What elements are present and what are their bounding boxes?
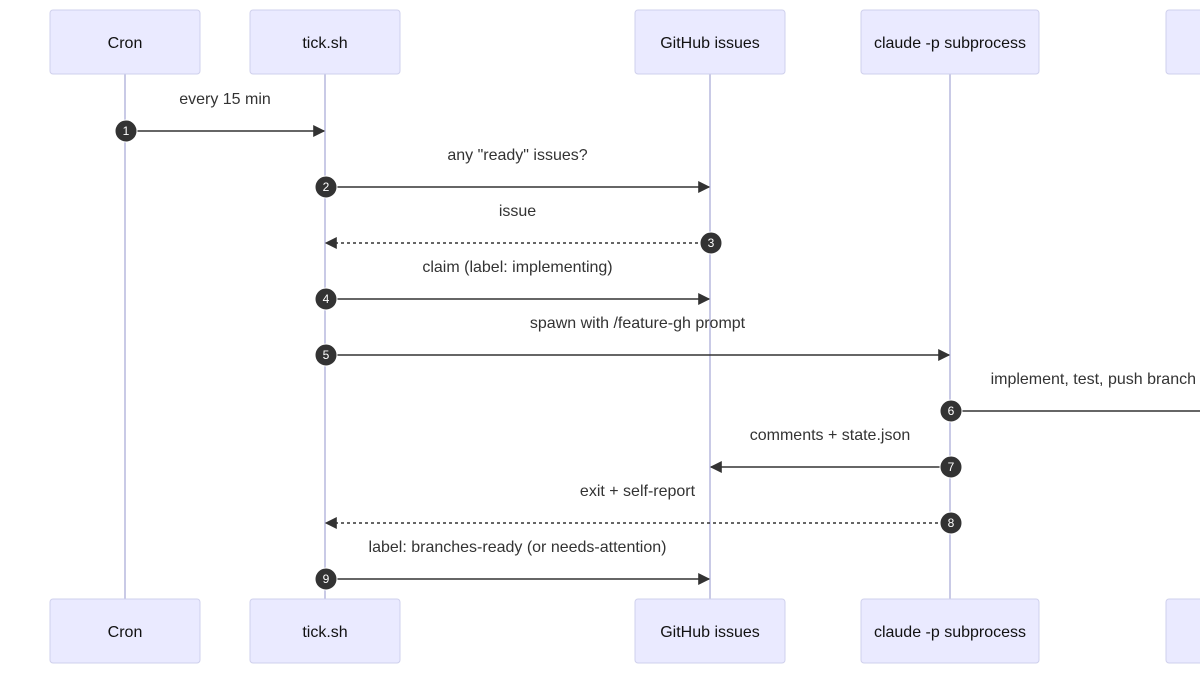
sequence-badge — [314, 343, 338, 367]
actor-github-bottom: GitHub issues — [634, 598, 786, 664]
sequence-number: 3 — [708, 236, 715, 250]
actor-label: tick.sh — [302, 624, 347, 641]
actor-box — [1165, 598, 1200, 664]
sequence-badge — [114, 119, 138, 143]
actor-label: GitHub issues — [660, 35, 760, 52]
actor-tick-bottom: tick.sh — [249, 598, 401, 664]
message-label: claim (label: implementing) — [422, 259, 612, 276]
actor-label: claude -p subprocess — [874, 35, 1026, 52]
message-label: spawn with /feature-gh prompt — [530, 315, 746, 332]
sequence-badge — [314, 567, 338, 591]
message-label: label: branches-ready (or needs-attentio… — [369, 539, 667, 556]
sequence-number: 7 — [948, 460, 955, 474]
actor-box — [249, 598, 401, 664]
actor-box — [49, 598, 201, 664]
sequence-badge — [939, 511, 963, 535]
sequence-badge — [939, 399, 963, 423]
actor-claude-top: claude -p subprocess — [860, 9, 1040, 75]
actor-label: Cron — [108, 35, 143, 52]
sequence-badge — [699, 231, 723, 255]
message-label: implement, test, push branch — [991, 371, 1196, 388]
message-label: exit + self-report — [580, 483, 696, 500]
sequence-badge — [314, 175, 338, 199]
actor-box — [634, 9, 786, 75]
actor-label: claude -p subprocess — [874, 624, 1026, 641]
sequence-badge — [939, 455, 963, 479]
sequence-number: 2 — [323, 180, 330, 194]
actor-box — [634, 598, 786, 664]
actor-box — [860, 598, 1040, 664]
actor-offscreen-top — [1165, 9, 1200, 75]
sequence-number: 4 — [323, 292, 330, 306]
actors-bottom: Cron tick.sh GitHub issues claude -p subpro… — [49, 598, 1200, 664]
message-label: issue — [499, 203, 536, 220]
actor-label: tick.sh — [302, 35, 347, 52]
actor-offscreen-bottom — [1165, 598, 1200, 664]
sequence-number: 8 — [948, 516, 955, 530]
actor-github-top: GitHub issues — [634, 9, 786, 75]
actor-label: GitHub issues — [660, 624, 760, 641]
lifelines — [124, 74, 951, 599]
message-4: claim (label: implementing) 4 — [314, 259, 711, 311]
message-1: every 15 min 1 — [114, 91, 326, 143]
message-6: implement, test, push branch 6 — [939, 371, 1200, 423]
actor-box — [860, 9, 1040, 75]
actor-box — [249, 9, 401, 75]
actor-claude-bottom: claude -p subprocess — [860, 598, 1040, 664]
message-3: issue 3 — [324, 203, 723, 255]
message-7: comments + state.json 7 — [709, 427, 963, 479]
actor-box — [1165, 9, 1200, 75]
actors-top: Cron tick.sh GitHub issues claude -p subpro… — [49, 9, 1200, 75]
actor-label: Cron — [108, 624, 143, 641]
message-9: label: branches-ready (or needs-attentio… — [314, 539, 711, 591]
message-2: any "ready" issues? 2 — [314, 147, 711, 199]
message-label: any "ready" issues? — [447, 147, 587, 164]
sequence-number: 1 — [123, 124, 130, 138]
actor-tick-top: tick.sh — [249, 9, 401, 75]
message-label: every 15 min — [179, 91, 271, 108]
message-5: spawn with /feature-gh prompt 5 — [314, 315, 951, 367]
actor-cron-bottom: Cron — [49, 598, 201, 664]
message-label: comments + state.json — [750, 427, 911, 444]
message-8: exit + self-report 8 — [324, 483, 963, 535]
messages: every 15 min 1 any "ready" issues? 2 issue 3 c… — [114, 91, 1200, 591]
actor-cron-top: Cron — [49, 9, 201, 75]
sequence-number: 9 — [323, 572, 330, 586]
sequence-badge — [314, 287, 338, 311]
actor-box — [49, 9, 201, 75]
sequence-number: 6 — [948, 404, 955, 418]
sequence-number: 5 — [323, 348, 330, 362]
